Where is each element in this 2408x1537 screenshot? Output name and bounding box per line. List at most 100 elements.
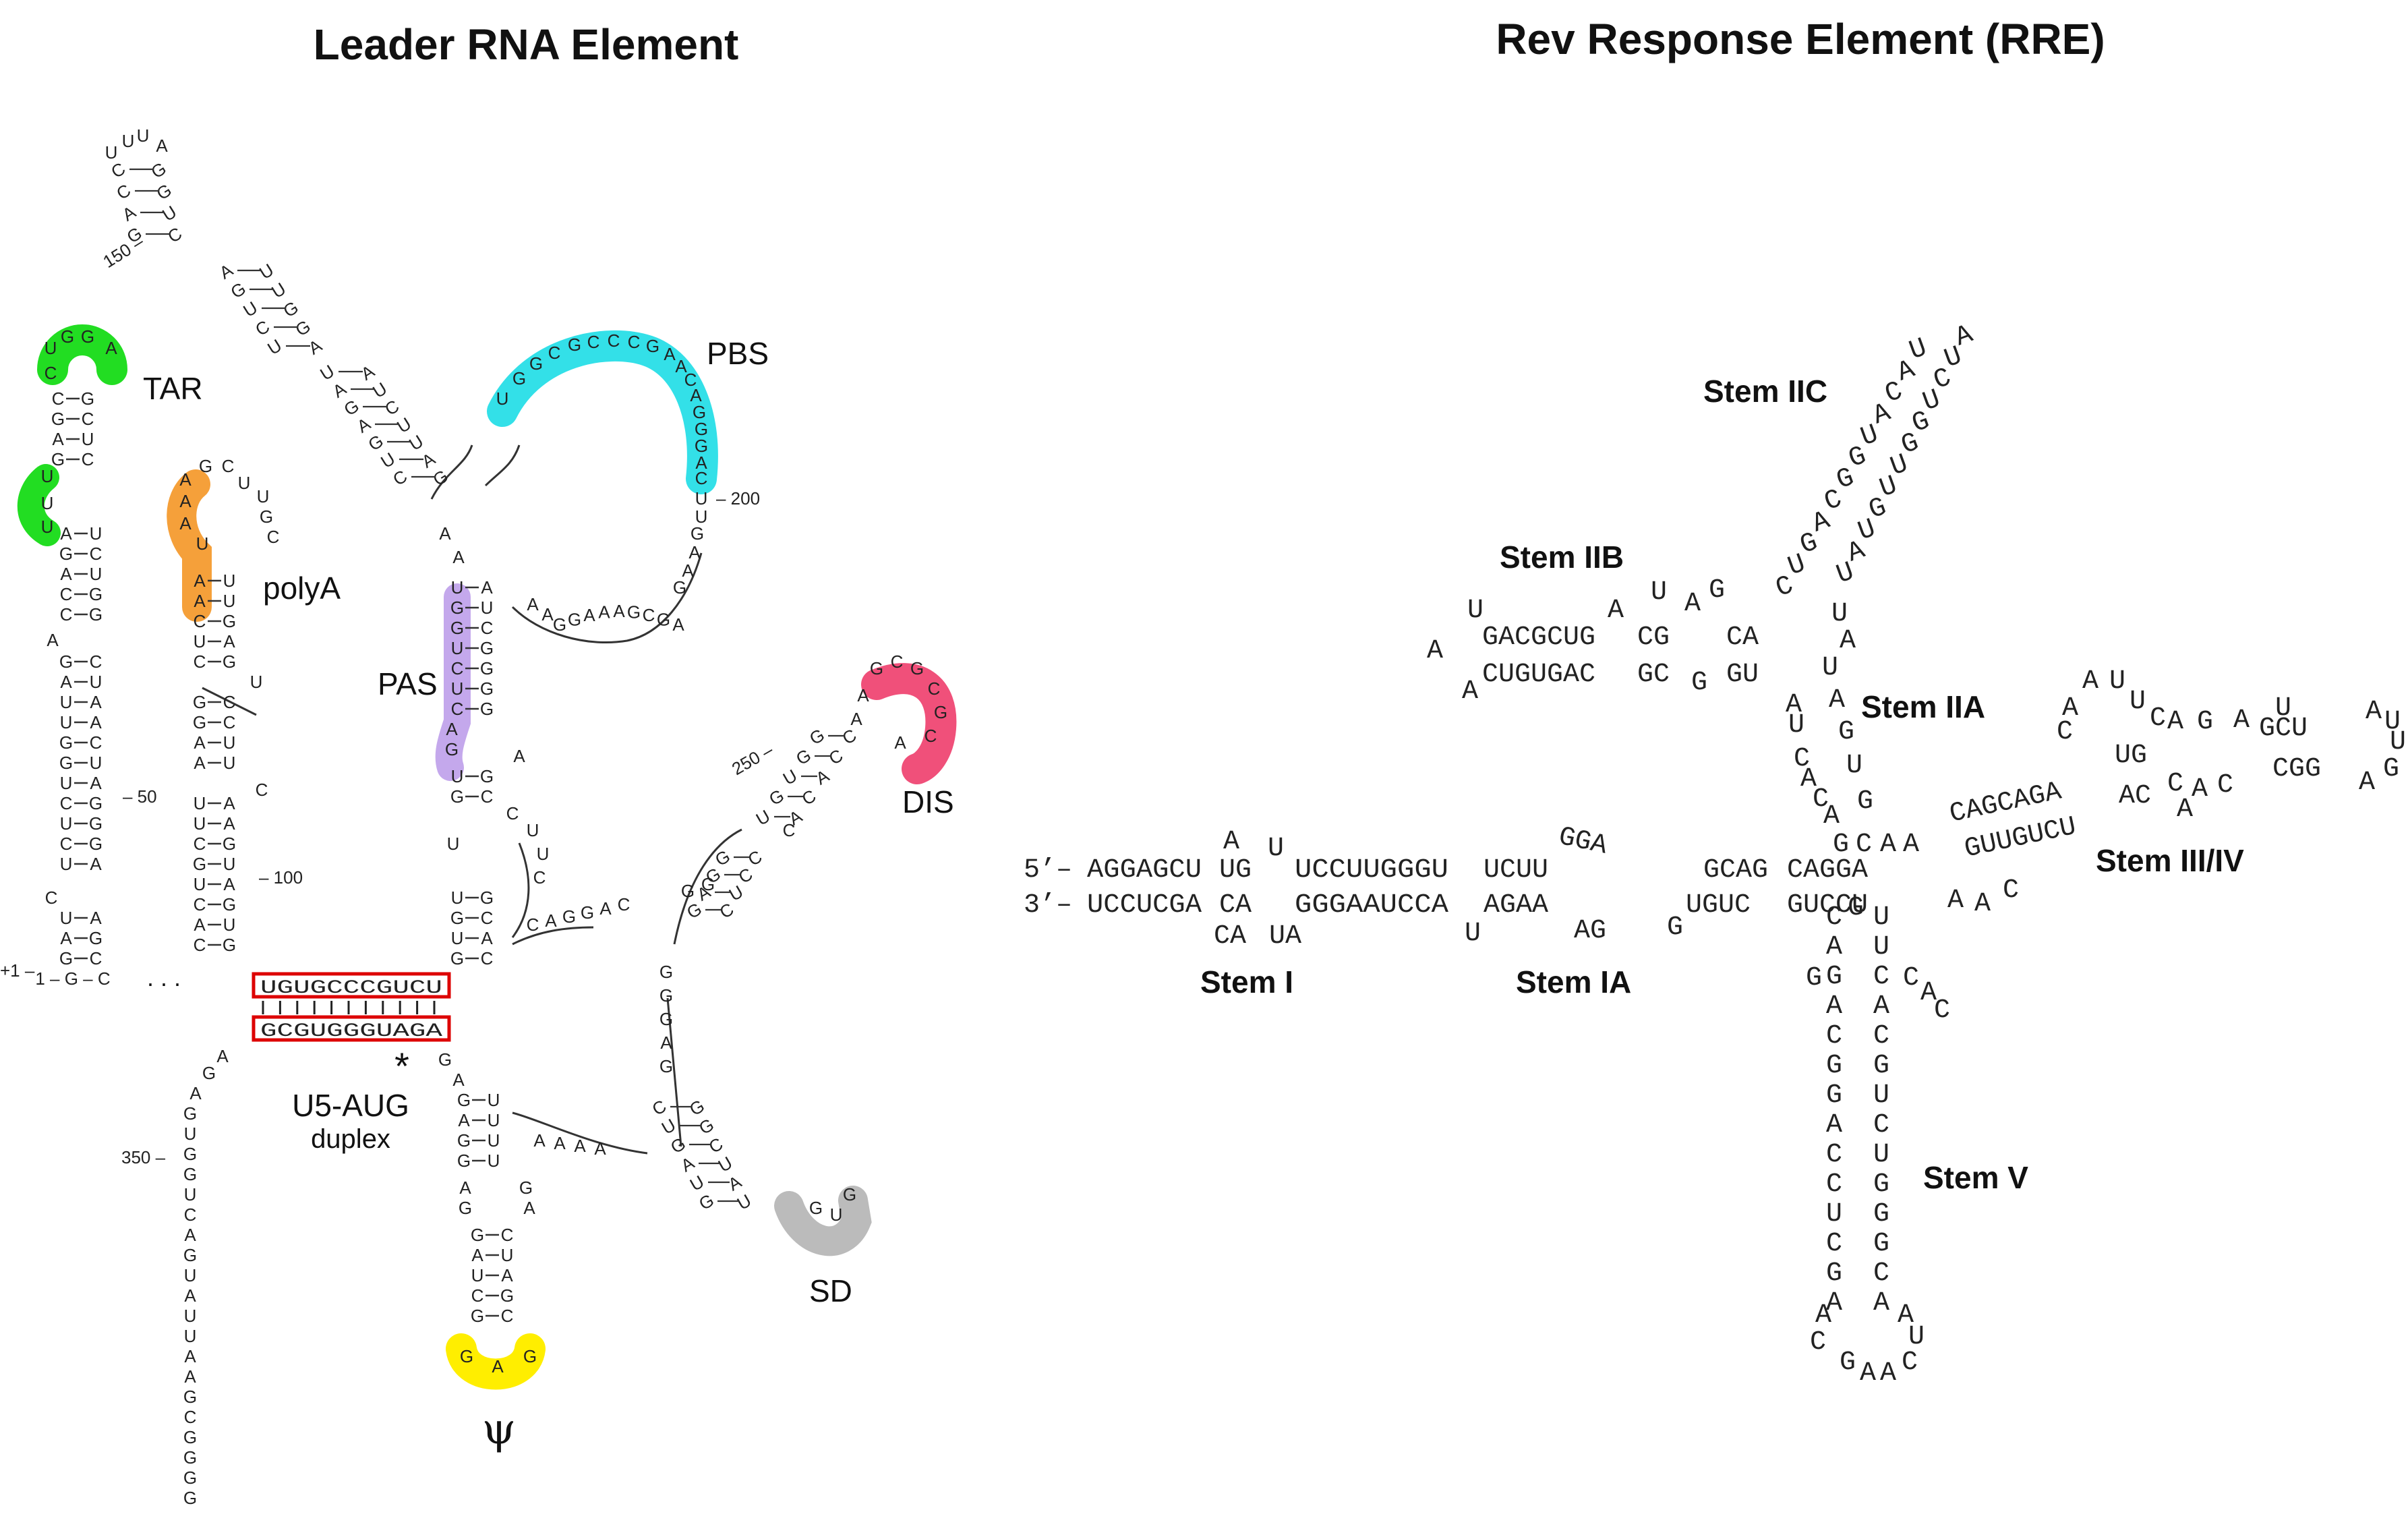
nucleotide: G [280, 297, 302, 321]
nucleotide: G [193, 712, 206, 732]
nucleotide: G [934, 702, 947, 722]
psi-highlight [446, 1333, 546, 1390]
nucleotide: U [184, 1124, 197, 1144]
stem-ia-label: Stem IA [1516, 964, 1631, 999]
nucleotide: U [137, 125, 150, 146]
nucleotide: G [681, 881, 695, 901]
nucleotide: C [744, 846, 765, 870]
nucleotide: U [194, 813, 206, 834]
nucleotide: G [673, 577, 686, 598]
nucleotide: C [2150, 703, 2166, 734]
nucleotide: C [2217, 770, 2233, 801]
nucleotide: A [119, 202, 140, 225]
nucleotide: U [1873, 932, 1889, 962]
nucleotide: C [501, 1225, 514, 1245]
nucleotide: G [519, 1178, 533, 1198]
nucleotide: A [613, 601, 625, 621]
nucleotide: U [488, 1110, 500, 1130]
nucleotide: G [480, 638, 494, 658]
nucleotide: U [41, 466, 54, 486]
nucleotide: G [659, 1009, 673, 1029]
nucleotide: G [480, 888, 494, 908]
rre-iv-top3: GCU [2259, 714, 2308, 744]
nucleotide: C [1826, 1169, 1842, 1200]
nucleotide: A [1786, 690, 1802, 720]
nucleotide: C [222, 456, 235, 476]
nucleotide: G [1848, 893, 1864, 923]
nucleotide: G [1826, 1080, 1842, 1111]
nucleotide: A [1873, 1288, 1889, 1318]
nucleotide: G [183, 1387, 197, 1407]
nucleotide: G [480, 658, 494, 678]
nucleotide: G [471, 1225, 484, 1245]
duplex-top-seq: UGUGCCCGUCU [260, 978, 442, 999]
nucleotide: A [688, 542, 701, 562]
nucleotide: A [184, 1346, 196, 1366]
stem-iic-label: Stem IIC [1703, 374, 1827, 409]
pbs-highlight [487, 330, 718, 494]
nucleotide: A [194, 915, 206, 935]
nucleotide: U [537, 844, 550, 864]
nucleotide: A [1947, 886, 1964, 916]
nucleotide: C [82, 409, 94, 429]
nucleotide: U [256, 260, 277, 283]
nucleotide: A [594, 1138, 606, 1159]
nucleotide: G [1838, 717, 1854, 747]
rre-iib-bot3: GU [1726, 660, 1759, 690]
rre-ia-u: U [1465, 919, 1481, 949]
nucleotide: U [90, 672, 102, 692]
nucleotide: C [1826, 902, 1842, 933]
nucleotide: C [1856, 830, 1872, 860]
nucleotide: C [451, 658, 464, 678]
u5aug-label: U5-AUG [292, 1088, 409, 1123]
nucleotide: C [587, 332, 600, 352]
nucleotide: C [684, 370, 697, 390]
nucleotide: U [268, 279, 289, 302]
nucleotide: U [695, 506, 708, 527]
tar-bulge-highlight [17, 464, 61, 546]
nucleotide: A [2233, 705, 2250, 736]
nucleotide: C [1810, 1327, 1826, 1358]
nucleotide: U [488, 1130, 500, 1151]
nucleotide: G [260, 506, 273, 527]
nucleotide: A [1826, 1110, 1842, 1140]
nucleotide: G [500, 1285, 514, 1306]
ellipsis: . . . [147, 964, 181, 991]
nucleotide: C [1794, 744, 1810, 774]
nucleotide: U [250, 672, 263, 692]
nucleotide: C [164, 223, 185, 247]
nucleotide: U [105, 142, 118, 163]
rre-bulge-u: U [1268, 834, 1284, 864]
nucleotide: G [627, 602, 641, 622]
nucleotide: U [488, 1151, 500, 1171]
nucleotide: A [2359, 767, 2375, 798]
nucleotide: U [1831, 599, 1848, 629]
nucleotide: C [928, 678, 941, 699]
nucleotide: A [2366, 697, 2382, 727]
nucleotide: A [2177, 794, 2193, 825]
nucleotide: G [1826, 1258, 1842, 1289]
rre-bot-d: AGAA [1484, 890, 1548, 921]
nucleotide: G [457, 1090, 471, 1110]
rre-three-prime: 3’– [1024, 890, 1072, 921]
nucleotide: C [618, 894, 630, 915]
nucleotide: C [481, 786, 494, 807]
nucleotide: G [701, 874, 715, 894]
nucleotide: G [568, 609, 581, 629]
nucleotide: A [223, 874, 235, 894]
nucleotide: U [223, 732, 236, 753]
nucleotide: U [223, 753, 236, 773]
nucleotide: A [1823, 801, 1840, 832]
nucleotide: G [148, 158, 170, 182]
nucleotide: A [1800, 764, 1817, 794]
nucleotide: U [257, 486, 270, 506]
nucleotide: G [59, 544, 73, 564]
tar-label: TAR [143, 371, 203, 406]
nucleotide: G [61, 326, 74, 347]
nucleotide: G [183, 1427, 197, 1447]
nucleotide: A [583, 605, 595, 625]
nucleotide: U [82, 429, 94, 449]
nucleotide: U [830, 1205, 843, 1225]
nucleotide: A [574, 1136, 586, 1156]
